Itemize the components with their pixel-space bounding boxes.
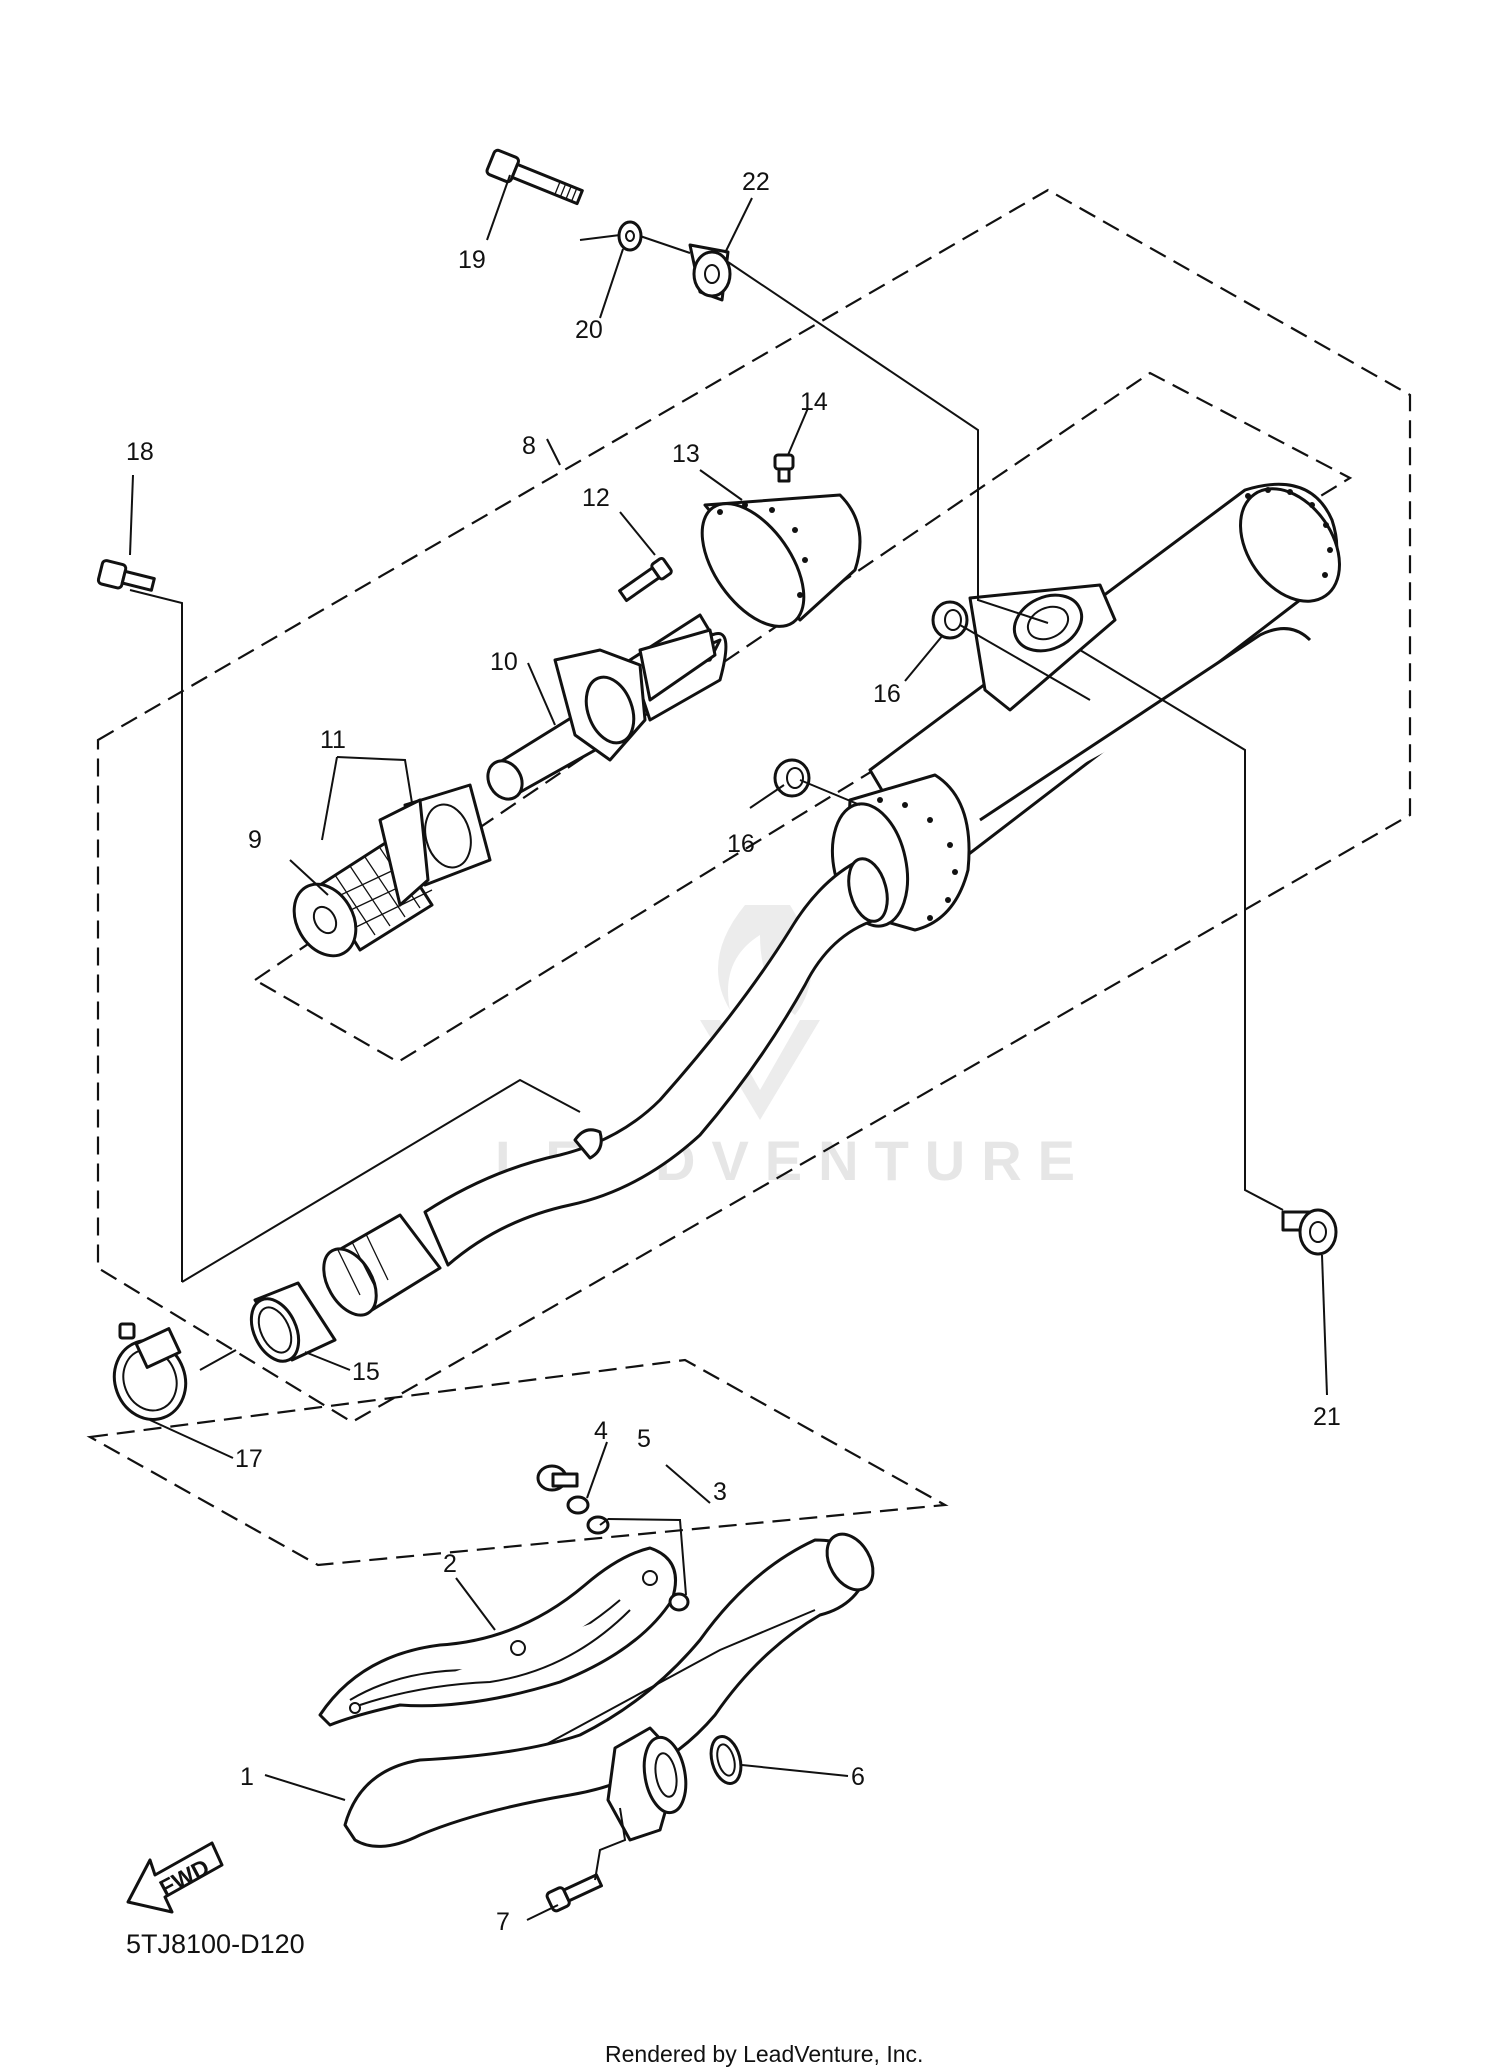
screen-9 bbox=[292, 798, 434, 958]
callout-9: 9 bbox=[248, 826, 262, 854]
leader-lines bbox=[129, 234, 1284, 1881]
callout-7: 7 bbox=[496, 1908, 510, 1936]
callout-20: 20 bbox=[575, 316, 603, 344]
spark-arrester-10 bbox=[486, 613, 728, 801]
callouts: 1 2 3 4 5 6 7 8 9 10 11 12 13 14 15 16 1… bbox=[126, 168, 1341, 1936]
washer-5 bbox=[566, 1495, 590, 1515]
callout-1: 1 bbox=[240, 1763, 254, 1791]
fwd-arrow-icon: FWD bbox=[126, 1841, 224, 1914]
diagram-code: 5TJ8100-D120 bbox=[126, 1929, 305, 1959]
callout-3: 3 bbox=[713, 1478, 727, 1506]
collar-21 bbox=[1281, 1208, 1338, 1256]
gasket-6 bbox=[709, 1735, 743, 1785]
callout-leaders bbox=[129, 174, 1328, 1921]
clamp-17 bbox=[112, 1322, 188, 1421]
callout-2: 2 bbox=[443, 1550, 457, 1578]
muffler-8 bbox=[831, 482, 1341, 932]
assembly-outlines bbox=[86, 188, 1412, 1567]
grommet-22 bbox=[688, 243, 732, 302]
callout-4: 4 bbox=[594, 1417, 608, 1445]
callout-19: 19 bbox=[458, 246, 486, 274]
callout-17: 17 bbox=[235, 1445, 263, 1473]
callout-18: 18 bbox=[126, 438, 154, 466]
callout-21: 21 bbox=[1313, 1403, 1341, 1431]
washers-3 bbox=[586, 1515, 690, 1612]
middle-pipe bbox=[322, 857, 889, 1317]
callout-10: 10 bbox=[490, 648, 518, 676]
callout-13: 13 bbox=[672, 440, 700, 468]
callout-6: 6 bbox=[851, 1763, 865, 1791]
end-cap-13 bbox=[700, 493, 862, 628]
bolt-18 bbox=[96, 559, 156, 592]
muffler-assembly-outline bbox=[96, 188, 1412, 1424]
callout-16a: 16 bbox=[873, 680, 901, 708]
bolt-4 bbox=[536, 1464, 579, 1492]
bolt-12 bbox=[618, 556, 673, 603]
sleeve-15 bbox=[249, 1281, 337, 1363]
callout-16b: 16 bbox=[727, 830, 755, 858]
callout-14: 14 bbox=[800, 388, 828, 416]
flange-bolt-19 bbox=[485, 148, 584, 206]
washer-20 bbox=[617, 220, 643, 252]
callout-5: 5 bbox=[637, 1425, 651, 1453]
footer-credit: Rendered by LeadVenture, Inc. bbox=[605, 2041, 923, 2067]
callout-11: 11 bbox=[320, 726, 346, 754]
header-pipe-1 bbox=[343, 1532, 875, 1848]
protector-2 bbox=[318, 1546, 677, 1727]
bolt-7 bbox=[545, 1873, 603, 1913]
inner-kit-outline bbox=[252, 371, 1353, 1064]
damper-16a bbox=[931, 600, 969, 640]
callout-15: 15 bbox=[352, 1358, 380, 1386]
screw-14 bbox=[773, 453, 795, 483]
header-assembly-outline bbox=[86, 1358, 949, 1567]
damper-16b bbox=[773, 758, 811, 798]
callout-12: 12 bbox=[582, 484, 610, 512]
callout-22: 22 bbox=[742, 168, 770, 196]
callout-8: 8 bbox=[522, 432, 536, 460]
